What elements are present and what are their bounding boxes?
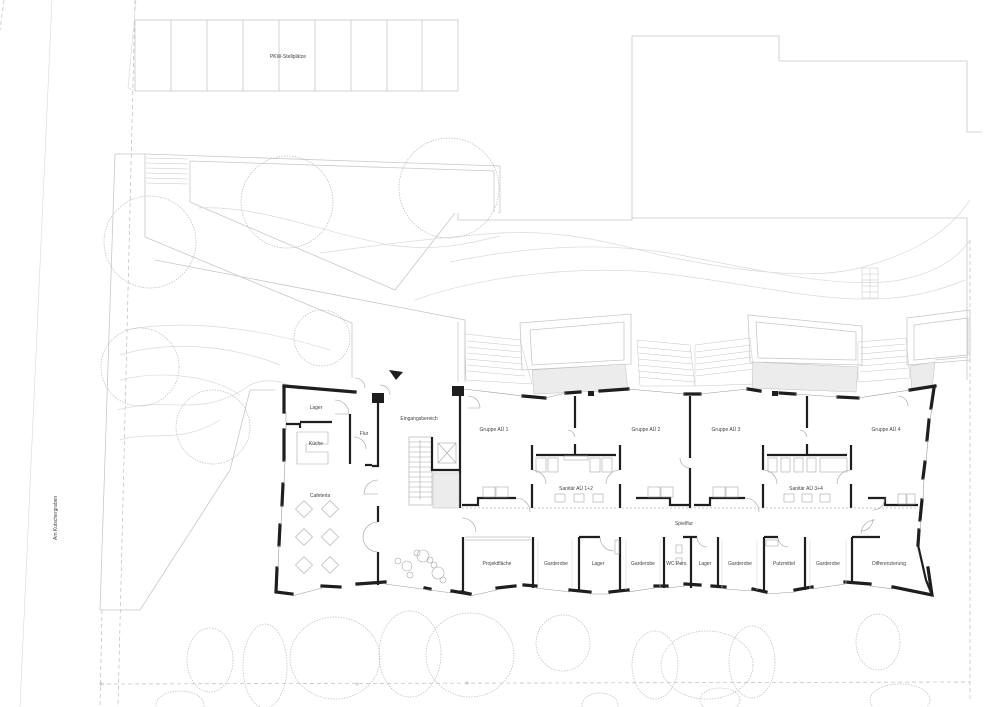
room-spielflur: Spielflur [675,521,693,527]
neighbour-building [631,35,982,220]
room-garderobe-4: Garderobe [816,561,840,567]
room-lager-3: Lager [699,561,712,567]
room-lager-2: Lager [592,561,605,567]
room-gruppe-1: Gruppe AÜ 1 [480,426,509,433]
parking-label: PKW-Stellplätze [270,54,306,60]
room-lager: Lager [310,405,323,411]
room-gruppe-4: Gruppe AÜ 4 [872,426,901,433]
street-label: Am Kutschergraben [53,496,59,540]
room-wc-pers: WC Pers. [666,561,687,567]
room-cafeteria: Cafeteria [310,493,331,499]
cafeteria-tables [295,500,339,574]
room-kueche: Küche [309,441,323,447]
room-gruppe-3: Gruppe AÜ 3 [712,426,741,433]
room-gruppe-2: Gruppe AÜ 2 [632,426,661,433]
room-sanitaer-3-4: Sanitär AÜ 3+4 [789,485,823,492]
room-sanitaer-1-2: Sanitär AÜ 1+2 [559,485,593,492]
room-flur: Flur [360,431,369,437]
parking-area: PKW-Stellplätze [134,19,459,92]
room-garderobe-3: Garderobe [728,561,752,567]
room-labels: Lager Küche Flur Cafeteria Eingangsberei… [309,405,906,567]
room-differenzierung: Differenzierung [872,561,906,567]
building [274,370,937,598]
room-eingangsbereich: Eingangsbereich [400,416,437,422]
room-garderobe-2: Garderobe [631,561,655,567]
room-putzmittel: Putzmittel [773,561,795,567]
terrace [457,309,971,395]
room-projektflaeche: Projektfläche [483,561,512,567]
trees [100,137,931,707]
room-garderobe-1: Garderobe [544,561,568,567]
